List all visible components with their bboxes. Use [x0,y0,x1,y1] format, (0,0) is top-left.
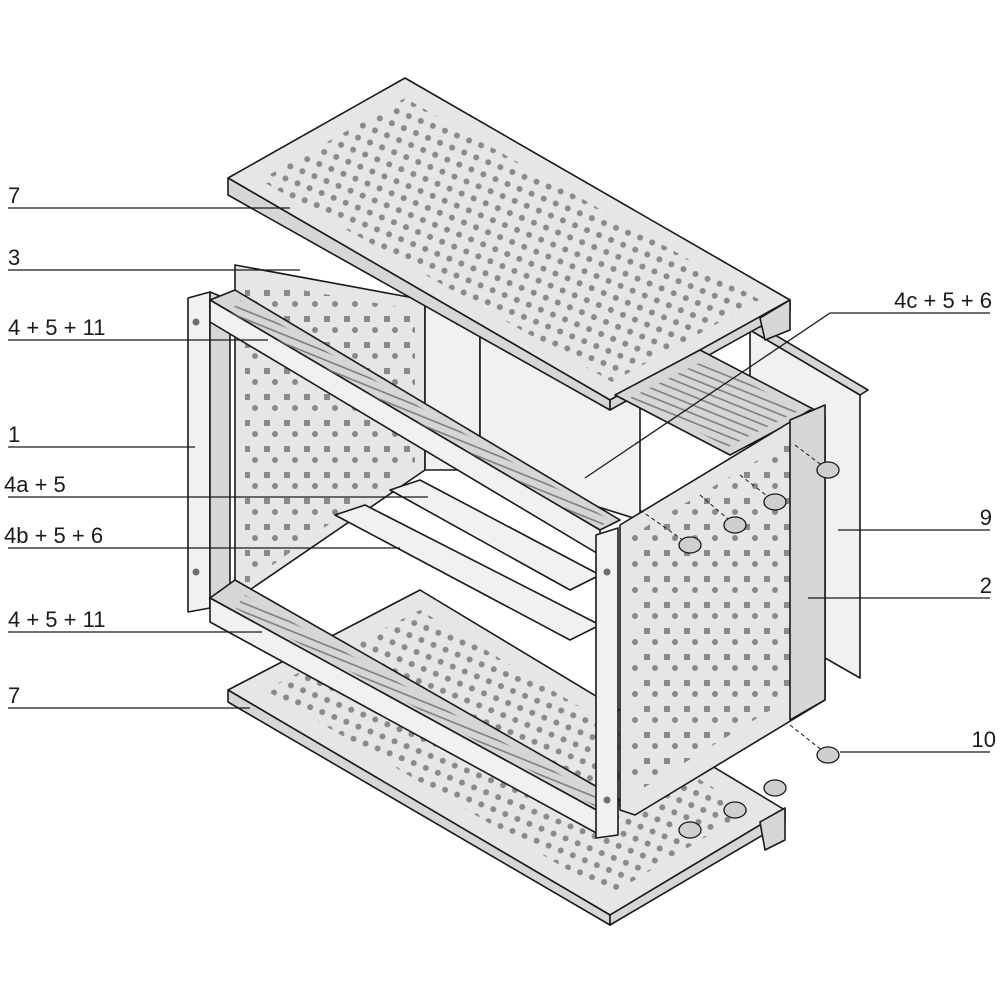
label-top-cover: 7 [8,183,20,208]
label-lower-rail: 4 + 5 + 11 [8,607,105,632]
top-cover [227,77,791,411]
label-rail-4a: 4a + 5 [4,472,66,497]
label-rail-4b: 4b + 5 + 6 [4,523,103,548]
screws [639,444,840,839]
front-flange [187,291,231,613]
label-bottom-cover: 7 [8,683,20,708]
lower-rail [209,579,621,836]
leader-lines [8,207,990,753]
label-upper-rail: 4 + 5 + 11 [8,315,105,340]
label-front-flange: 1 [8,422,20,447]
side-panel-right [619,404,826,816]
label-side-panel-left: 3 [8,245,20,270]
upper-rail [209,289,621,556]
right-front-flange [595,527,619,839]
label-rail-4c: 4c + 5 + 6 [894,288,992,313]
label-screws: 10 [972,727,996,752]
label-rear-panel: 9 [980,505,992,530]
label-side-panel-right: 2 [980,573,992,598]
callout-labels: 7 3 4 + 5 + 11 1 4a + 5 4b + 5 + 6 4 + 5… [4,183,996,752]
